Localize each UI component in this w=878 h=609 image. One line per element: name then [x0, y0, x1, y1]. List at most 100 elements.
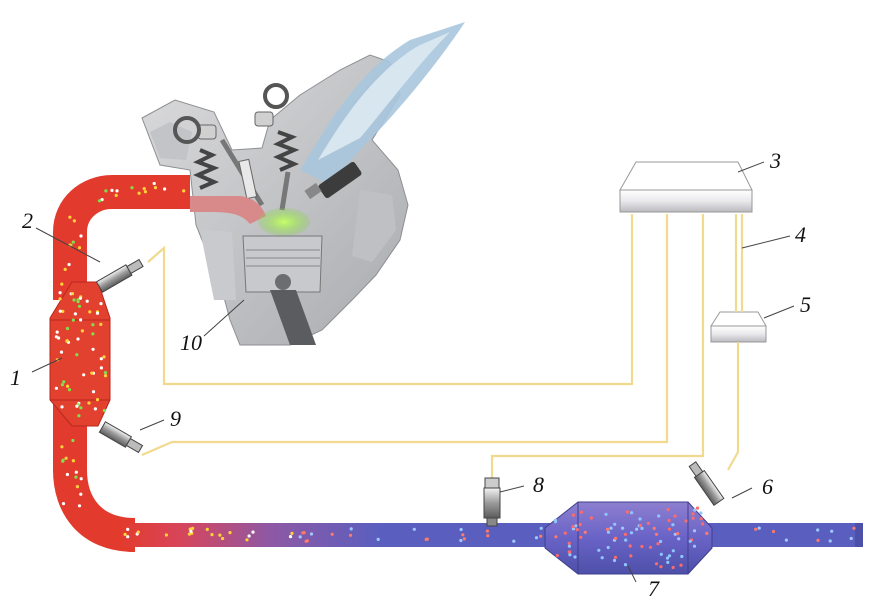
particle: [137, 191, 141, 195]
particle: [126, 535, 130, 539]
particle: [666, 507, 670, 512]
particle: [91, 347, 95, 351]
particle: [67, 388, 72, 392]
particle: [666, 560, 670, 565]
particle: [621, 526, 625, 530]
particle: [309, 532, 314, 536]
particle: [55, 330, 59, 334]
particle: [667, 518, 671, 523]
particle: [659, 552, 663, 556]
particle: [693, 508, 697, 512]
particle: [625, 510, 630, 514]
particle: [64, 456, 68, 460]
particle: [79, 492, 83, 496]
particle: [60, 383, 64, 387]
particle: [71, 318, 75, 322]
particle: [597, 548, 601, 552]
particle: [348, 533, 353, 537]
particle: [74, 470, 78, 474]
particle: [614, 536, 618, 541]
particle: [93, 407, 97, 411]
particle: [654, 562, 659, 566]
particle: [705, 531, 709, 536]
particle: [85, 299, 89, 303]
particle: [187, 532, 191, 536]
oxygen-sensor-icon: [688, 461, 725, 506]
label-2: 2: [22, 208, 33, 233]
particle: [700, 522, 705, 526]
particle: [247, 534, 251, 538]
particle: [103, 374, 108, 378]
particle: [486, 534, 490, 538]
particle: [656, 542, 660, 546]
particle: [61, 309, 65, 313]
particle: [646, 521, 651, 525]
leader-lines: [31, 161, 795, 583]
particle: [79, 318, 83, 322]
particle: [665, 556, 670, 560]
particle: [97, 199, 102, 203]
particle: [102, 355, 106, 359]
particle: [60, 282, 64, 286]
oxygen-sensor-icon: [95, 258, 144, 293]
engine-cylinder-icon: [141, 22, 465, 346]
particle: [104, 189, 108, 193]
particle: [568, 553, 572, 557]
particle: [684, 519, 688, 523]
particle: [539, 526, 543, 530]
particle: [692, 544, 697, 548]
particle: [589, 516, 594, 520]
particle: [667, 554, 672, 558]
particle: [852, 526, 856, 530]
particle: [688, 539, 692, 543]
label-5: 5: [800, 292, 811, 317]
particle: [221, 536, 225, 541]
particle: [578, 522, 582, 527]
particle: [512, 539, 516, 543]
particle: [563, 531, 567, 535]
particle: [61, 458, 65, 462]
valve-right: [254, 83, 300, 211]
particle: [604, 512, 608, 516]
particle: [60, 405, 64, 409]
particle: [554, 535, 558, 539]
particle: [79, 477, 83, 481]
label-8: 8: [533, 472, 544, 497]
particle: [567, 544, 572, 548]
particle: [425, 537, 429, 541]
label-3: 3: [769, 148, 781, 173]
particle: [153, 186, 158, 190]
particle: [671, 549, 675, 553]
particle: [90, 371, 94, 375]
small-control-unit-icon: [710, 311, 767, 343]
particle: [251, 530, 255, 534]
particle: [606, 545, 610, 550]
particle: [75, 353, 79, 357]
particle: [676, 532, 680, 536]
particle: [54, 386, 59, 390]
particle: [95, 311, 100, 315]
particle: [553, 520, 558, 524]
label-1: 1: [10, 365, 21, 390]
particle: [574, 524, 578, 528]
particle: [136, 530, 140, 534]
particle: [77, 304, 82, 308]
particle: [667, 527, 672, 531]
label-6: 6: [762, 474, 773, 499]
particle: [126, 527, 130, 532]
particle: [695, 506, 700, 510]
particle: [579, 535, 583, 539]
particle: [609, 526, 613, 530]
particle: [77, 504, 82, 508]
particle: [691, 512, 695, 516]
injector: [304, 162, 362, 200]
particle: [677, 537, 681, 541]
particle: [638, 517, 642, 521]
particle: [606, 530, 611, 534]
particle: [75, 485, 79, 489]
particle: [629, 531, 634, 535]
particle: [99, 366, 103, 370]
exhaust-pipe-icon: [53, 175, 863, 552]
particle: [635, 527, 639, 531]
